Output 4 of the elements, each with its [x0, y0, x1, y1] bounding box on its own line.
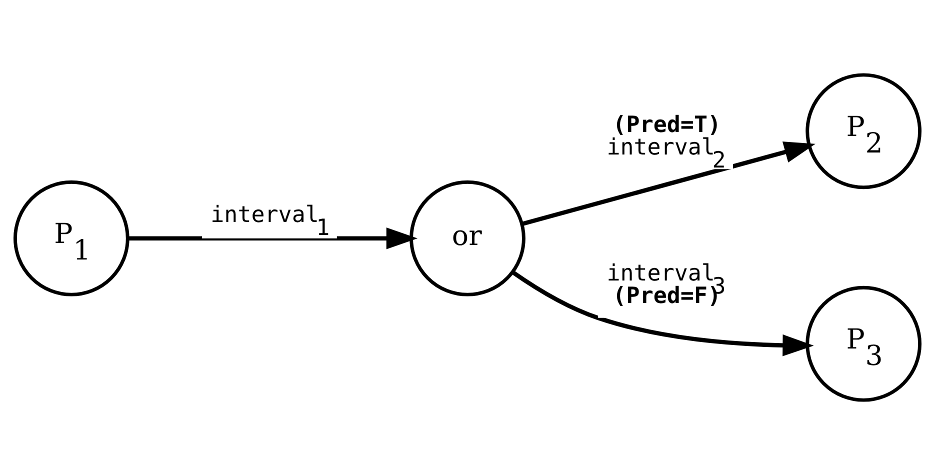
- arrow: [128, 227, 418, 250]
- node-circle: or: [410, 180, 526, 296]
- arrow: [511, 270, 814, 356]
- arrow: [522, 141, 816, 226]
